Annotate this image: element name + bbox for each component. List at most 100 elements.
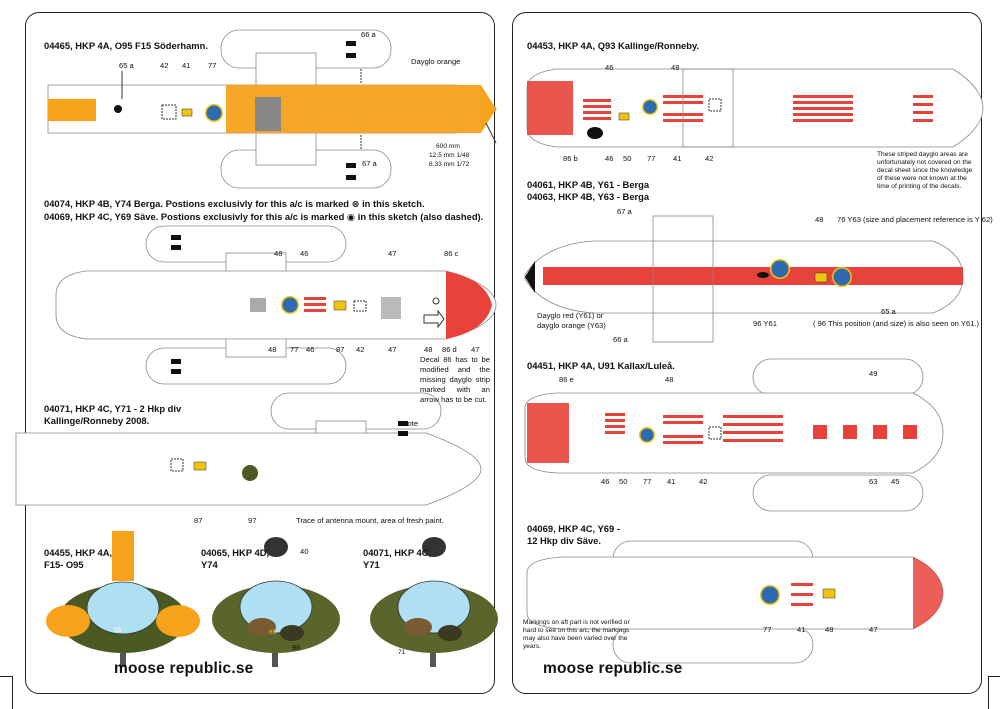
scale-text: 600 mm: [436, 143, 460, 150]
decal-num: 46: [605, 63, 614, 72]
striped-dayglo-note: These striped dayglo areas are unfortuna…: [877, 151, 973, 190]
front-title: 04455, HKP 4A,: [44, 547, 113, 558]
decal-num: 46: [306, 345, 315, 354]
scale-text: 12.5 mm 1/48: [429, 152, 470, 159]
title-04071-base: Kallinge/Ronneby 2008.: [44, 415, 150, 426]
aircraft-topview-04451: [524, 358, 944, 512]
front-subtitle: F15- O95: [44, 559, 84, 570]
title-04069: 04069, HKP 4C, Y69 Säve. Postions exclus…: [44, 211, 484, 222]
decal-num: 86: [292, 643, 301, 652]
decal-num: 77: [208, 61, 217, 70]
nose-number: 95: [114, 627, 122, 634]
decal-num: 87: [194, 516, 203, 525]
decal-num: 50: [619, 477, 628, 486]
title-04451: 04451, HKP 4A, U91 Kallax/Luleå.: [527, 360, 675, 371]
decal-num: 45: [891, 477, 900, 486]
crop-mark: [988, 676, 1000, 677]
decal-num: 47: [869, 625, 878, 634]
decal-86-note: Decal 86 has to be modified and the miss…: [420, 355, 490, 404]
decal-96-note: ( 96 This position (and size) is also se…: [813, 319, 980, 328]
decal-num: 47: [388, 249, 397, 258]
decal-num: 48: [665, 375, 674, 384]
aircraft-topview-04069: [526, 540, 944, 664]
decal-num: 41: [673, 154, 682, 163]
right-page-drawings: [524, 68, 984, 664]
front-view-04065: [212, 537, 340, 667]
decal-num: 63: [869, 477, 878, 486]
front-title: 04071, HKP 4C,: [363, 547, 432, 558]
front-view-04455: [46, 531, 200, 667]
title-04069-r: 04069, HKP 4C, Y69 -: [527, 523, 620, 534]
decal-num: 50: [623, 154, 632, 163]
antenna-trace-note: Trace of antenna mount, area of fresh pa…: [296, 516, 444, 525]
right-decal-page: 04453, HKP 4A, Q93 Kallinge/Ronneby. 46 …: [512, 12, 993, 694]
site-logo: moose republic.se: [114, 660, 254, 677]
decal-num: 76 Y63 (size and placement reference is …: [837, 215, 993, 224]
front-view-04071: [370, 537, 498, 667]
decal-num: 67 a: [617, 207, 632, 216]
decal-num: 48: [671, 63, 680, 72]
left-decal-page: 04465, HKP 4A, O95 F15 Söderhamn. Dayglo…: [15, 12, 498, 694]
decal-num: 42: [699, 477, 708, 486]
decal-num: 86 d: [442, 345, 457, 354]
decal-num: 66 a: [361, 30, 376, 39]
decal-num: 65 a: [119, 61, 134, 70]
label-dayglo-orange: Dayglo orange: [411, 57, 461, 66]
decal-num: 47: [388, 345, 397, 354]
decal-num: 86 e: [559, 375, 574, 384]
aft-markings-note: Markings on aft part is not verified or …: [523, 619, 630, 650]
left-page-drawings: [15, 29, 498, 667]
decal-num: 65 a: [881, 307, 896, 316]
decal-num: 67 a: [362, 159, 377, 168]
crop-mark: [0, 676, 12, 677]
decal-num: 41: [797, 625, 806, 634]
decal-num: 48: [815, 215, 824, 224]
nose-number: 65: [269, 629, 277, 636]
decal-num: 48: [825, 625, 834, 634]
crop-mark: [988, 676, 989, 709]
decal-num: 42: [356, 345, 365, 354]
site-logo: moose republic.se: [543, 660, 683, 677]
aircraft-topview-04465: [47, 29, 497, 189]
title-04453: 04453, HKP 4A, Q93 Kallinge/Ronneby.: [527, 40, 700, 51]
title-04063: 04063, HKP 4B, Y63 - Berga: [527, 191, 650, 202]
decal-num: 48: [268, 345, 277, 354]
aircraft-topview-04074: [55, 225, 497, 385]
front-title: 04065, HKP 4D,: [201, 547, 270, 558]
front-subtitle: Y71: [363, 559, 380, 570]
aircraft-topview-04453: [526, 68, 984, 148]
decal-num: 40: [300, 547, 309, 556]
decal-num: 48: [274, 249, 283, 258]
aircraft-topview-04071: [15, 392, 482, 506]
title-04061: 04061, HKP 4B, Y61 - Berga: [527, 179, 650, 190]
title-04069-base: 12 Hkp div Säve.: [527, 535, 601, 546]
decal-num: 46: [605, 154, 614, 163]
decal-num: 49: [869, 369, 878, 378]
title-04071: 04071, HKP 4C, Y71 - 2 Hkp div: [44, 403, 182, 414]
decal-num: 66 a: [613, 335, 628, 344]
title-04465: 04465, HKP 4A, O95 F15 Söderhamn.: [44, 40, 208, 51]
decal-num: 41: [182, 61, 191, 70]
decal-num: 46: [601, 477, 610, 486]
decal-num: 86 c: [444, 249, 459, 258]
scale-text: 8.33 mm 1/72: [429, 161, 470, 168]
note-label: Note: [402, 419, 419, 428]
dayglo-orange-note: dayglo orange (Y63): [537, 321, 606, 330]
decal-num: 87: [336, 345, 345, 354]
front-subtitle: Y74: [201, 559, 218, 570]
decal-num: 86 b: [563, 154, 578, 163]
decal-num: 42: [160, 61, 169, 70]
decal-num: 97: [248, 516, 257, 525]
decal-num: 77: [290, 345, 299, 354]
decal-num: 48: [424, 345, 433, 354]
nose-number: 71: [398, 649, 406, 656]
title-04074: 04074, HKP 4B, Y74 Berga. Postions exclu…: [44, 198, 425, 209]
aircraft-topview-04061: [524, 215, 964, 343]
dayglo-red-note: Dayglo red (Y61) or: [537, 311, 604, 320]
decal-num: 77: [763, 625, 772, 634]
decal-num: 42: [705, 154, 714, 163]
decal-num: 41: [667, 477, 676, 486]
decal-num: 96 Y61: [753, 319, 777, 328]
decal-num: 77: [647, 154, 656, 163]
crop-mark: [12, 676, 13, 709]
